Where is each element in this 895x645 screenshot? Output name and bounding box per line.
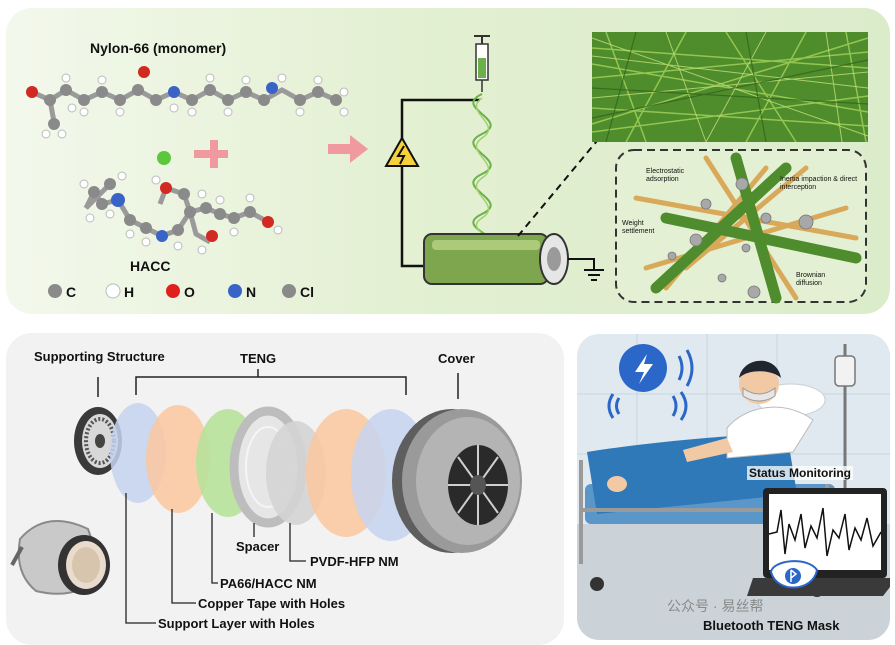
patient-shirt (726, 406, 814, 459)
cover-label: Cover (438, 351, 475, 366)
cl-ion (157, 151, 171, 165)
legend-n-dot (228, 284, 242, 298)
leader-lines (125, 493, 306, 624)
process-arrow-icon (328, 135, 368, 163)
pa66-hacc-label: PA66/HACC NM (220, 576, 317, 591)
electrostatic-adsorption-label: Electrostatic adsorption (646, 168, 685, 183)
fabrication-illustration (26, 31, 869, 304)
laptop-monitor (747, 488, 890, 596)
nylon66-molecule (26, 66, 349, 139)
nanofiber-mat (591, 31, 869, 143)
support-layer-label: Support Layer with Holes (158, 616, 315, 631)
pvdf-hfp-label: PVDF-HFP NM (310, 554, 399, 569)
legend-cl-dot (282, 284, 296, 298)
copper-tape-disc (146, 405, 210, 513)
bluetooth-teng-mask-label: Bluetooth TENG Mask (703, 618, 840, 633)
weight-settlement-label: Weight settlement (622, 220, 655, 235)
fabrication-panel: Nylon-66 (monomer) HACC C H O N Cl Elect… (6, 8, 890, 314)
watermark-text: 公众号 · 易丝帮 (667, 598, 764, 614)
hacc-molecule (79, 171, 283, 255)
legend-o-dot (166, 284, 180, 298)
inertia-impaction-label: Inertia impaction & direct interception (780, 176, 858, 191)
legend-h-label: H (124, 284, 135, 300)
legend-c-dot (48, 284, 62, 298)
electrospinning-setup (384, 35, 617, 285)
application-panel: Status Monitoring 公众号 · 易丝帮 Bluetooth TE… (577, 334, 890, 640)
patient-mask (742, 387, 776, 402)
respirator-mask-photo (10, 520, 110, 595)
spacer-label: Spacer (236, 539, 280, 554)
teng-mask-icon (769, 560, 819, 589)
nylon66-title: Nylon-66 (monomer) (90, 40, 227, 56)
plus-icon (194, 140, 228, 168)
patient-monitoring-illustration (577, 334, 890, 640)
filtration-mechanism-inset (615, 149, 867, 304)
supporting-structure-part (74, 407, 122, 475)
status-monitoring-label: Status Monitoring (747, 466, 853, 480)
teng-label: TENG (240, 351, 277, 366)
legend-o-label: O (184, 284, 195, 300)
high-voltage-icon (384, 135, 420, 167)
legend-cl-label: Cl (300, 284, 314, 300)
mask-exploded-view (10, 369, 522, 624)
brownian-diffusion-label: Brownian diffusion (796, 272, 826, 287)
hacc-label: HACC (130, 258, 171, 274)
cover-part (392, 409, 522, 553)
supporting-structure-label: Supporting Structure (34, 349, 165, 364)
legend-n-label: N (246, 284, 257, 300)
legend-h-dot (105, 283, 121, 299)
copper-tape-label: Copper Tape with Holes (198, 596, 346, 611)
atom-legend (48, 283, 296, 299)
iv-bag (834, 355, 856, 387)
mask-structure-panel: Supporting Structure TENG Cover Spacer P… (6, 333, 564, 645)
legend-c-label: C (66, 284, 77, 300)
